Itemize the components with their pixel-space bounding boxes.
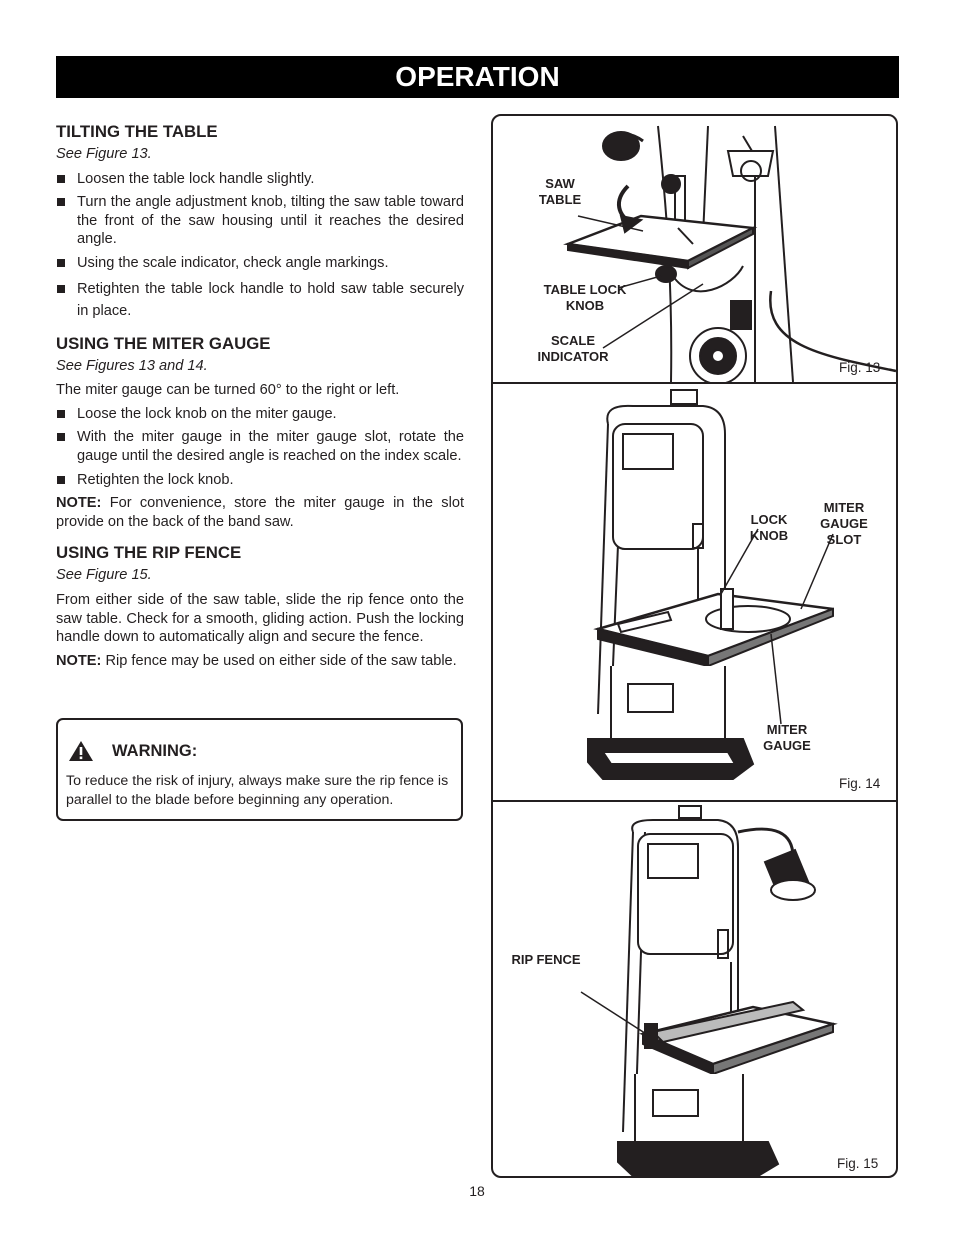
callout-miter-gauge-slot: MITER GAUGE SLOT <box>813 500 875 548</box>
list-item: Retighten the lock knob. <box>56 471 464 490</box>
fig14-illustration <box>587 389 834 780</box>
warning-triangle-icon <box>69 741 93 761</box>
list-item: Loose the lock knob on the miter gauge. <box>56 405 464 424</box>
paragraph: From either side of the saw table, slide… <box>56 591 464 646</box>
bullet-square-icon <box>57 475 65 484</box>
note-paragraph: NOTE: For convenience, store the miter g… <box>56 494 464 531</box>
note-label: NOTE: <box>56 652 102 669</box>
section-heading-miter-gauge: USING THE MITER GAUGE <box>56 333 271 353</box>
figure-caption: Fig. 15 <box>837 1156 879 1171</box>
note-text: For convenience, store the miter gauge i… <box>56 495 464 530</box>
section-heading-rip-fence: USING THE RIP FENCE <box>56 543 242 563</box>
list-item: Retighten the table lock handle to hold … <box>56 278 464 322</box>
warning-box: WARNING: To reduce the risk of injury, a… <box>56 718 463 821</box>
list-item-text: Turn the angle adjustment knob, tilting … <box>77 194 464 248</box>
figure-reference: See Figure 13. <box>56 146 152 162</box>
list-item-text: Retighten the table lock handle to hold … <box>77 280 464 319</box>
callout-text: SAW TABLE <box>538 176 582 207</box>
callout-rip-fence: RIP FENCE <box>509 952 583 968</box>
page-number: 18 <box>469 1183 485 1199</box>
callout-lock-knob: LOCK KNOB <box>745 512 793 544</box>
bullet-square-icon <box>57 284 65 293</box>
instructions-column: TILTING THE TABLE See Figure 13. Loosen … <box>56 122 464 675</box>
bullet-list: Loosen the table lock handle slightly. T… <box>56 170 464 322</box>
list-item-text: Loosen the table lock handle slightly. <box>77 170 315 187</box>
figure-caption: Fig. 13 <box>839 360 881 375</box>
callout-scale-indicator: SCALE INDICATOR <box>531 333 615 365</box>
callout-miter-gauge: MITER GAUGE <box>761 722 813 754</box>
note-text: Rip fence may be used on either side of … <box>101 652 457 669</box>
figure-caption: Fig. 14 <box>839 776 881 791</box>
list-item-text: Retighten the lock knob. <box>77 471 234 488</box>
list-item: Loosen the table lock handle slightly. <box>56 170 464 189</box>
bullet-square-icon <box>57 258 65 267</box>
warning-title: WARNING: <box>112 741 198 760</box>
callout-text: SCALE INDICATOR <box>537 333 609 364</box>
callout-text: LOCK KNOB <box>749 512 789 543</box>
list-item-text: Loose the lock knob on the miter gauge. <box>77 405 337 422</box>
callout-text: MITER GAUGE SLOT <box>820 500 868 547</box>
warning-header: WARNING: <box>68 740 197 762</box>
note-paragraph: NOTE: Rip fence may be used on either si… <box>56 652 464 671</box>
callout-saw-table: SAW TABLE <box>535 176 585 208</box>
fig15-illustration <box>580 805 838 1176</box>
bullet-list: Loose the lock knob on the miter gauge. … <box>56 405 464 489</box>
callout-text: MITER GAUGE <box>763 722 811 753</box>
figure-divider <box>493 382 896 384</box>
callout-text: TABLE LOCK KNOB <box>543 282 627 313</box>
page-title: OPERATION <box>56 56 899 98</box>
figure-reference: See Figures 13 and 14. <box>56 357 208 374</box>
callout-text: RIP FENCE <box>511 952 581 967</box>
figure-reference: See Figure 15. <box>56 567 152 584</box>
bullet-square-icon <box>57 198 65 207</box>
bullet-square-icon <box>57 409 65 418</box>
list-item-text: With the miter gauge in the miter gauge … <box>77 429 464 464</box>
bullet-square-icon <box>57 433 65 442</box>
fig13-illustration <box>563 125 896 382</box>
callout-table-lock-knob: TABLE LOCK KNOB <box>540 282 630 314</box>
paragraph: The miter gauge can be turned 60° to the… <box>56 382 400 399</box>
warning-text: To reduce the risk of injury, always mak… <box>66 773 449 808</box>
section-heading-tilting-table: TILTING THE TABLE <box>56 122 218 141</box>
note-label: NOTE: <box>56 495 102 512</box>
list-item: With the miter gauge in the miter gauge … <box>56 428 464 465</box>
figures-panel: SAW TABLE TABLE LOCK KNOB SCALE INDICATO… <box>491 114 898 1178</box>
figure-divider <box>493 800 896 802</box>
list-item: Using the scale indicator, check angle m… <box>56 254 464 273</box>
list-item-text: Using the scale indicator, check angle m… <box>77 254 389 271</box>
list-item: Turn the angle adjustment knob, tilting … <box>56 193 464 249</box>
bullet-square-icon <box>57 174 65 183</box>
